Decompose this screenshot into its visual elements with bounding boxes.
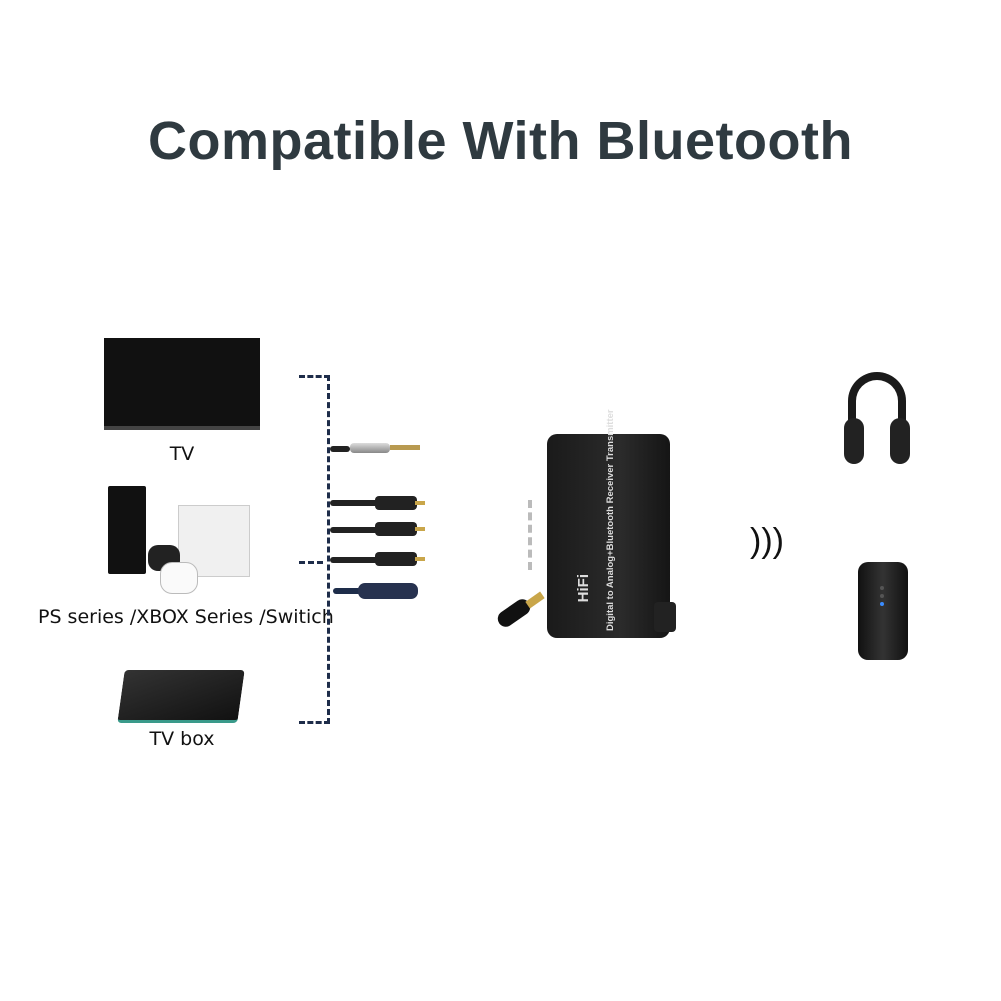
- device-ports: [528, 500, 552, 570]
- rca-cable-2: [330, 527, 380, 533]
- volume-knob: [654, 602, 676, 632]
- headphones-icon: [848, 372, 906, 442]
- page-title: Compatible With Bluetooth: [148, 111, 853, 171]
- dac-bluetooth-device: HiFi Digital to Analog+Bluetooth Receive…: [547, 409, 670, 638]
- rca-plug-icon: [375, 552, 417, 566]
- antenna-connector: [525, 591, 545, 609]
- connection-bracket-tick: [299, 561, 323, 564]
- source-label-tv: TV: [169, 443, 195, 465]
- device-description-text: Digital to Analog+Bluetooth Receiver Tra…: [605, 409, 616, 631]
- device-brand-text: HiFi: [575, 574, 592, 603]
- rca-tip: [415, 527, 425, 531]
- tv-stand: [104, 426, 260, 430]
- rca-cable-1: [330, 500, 380, 506]
- xbox-controller-icon: [160, 562, 198, 594]
- source-label-tv-box: TV box: [149, 728, 215, 750]
- connection-bracket: [299, 375, 330, 724]
- optical-cable: [333, 588, 363, 594]
- rca-cable-3: [330, 557, 380, 563]
- rca-tip: [415, 557, 425, 561]
- bluetooth-speaker-icon: [858, 562, 908, 660]
- aux-tip: [390, 445, 420, 450]
- rca-tip: [415, 501, 425, 505]
- wireless-signal-icon: ))): [750, 522, 784, 560]
- rca-plug-icon: [375, 496, 417, 510]
- speaker-led: [880, 602, 884, 606]
- rca-plug-icon: [375, 522, 417, 536]
- aux-cable: [330, 446, 350, 452]
- source-label-consoles: PS series /XBOX Series /Switich: [38, 606, 334, 628]
- headphone-earcup-right: [890, 418, 910, 464]
- playstation-console-icon: [108, 486, 146, 574]
- aux-plug-icon: [350, 443, 390, 453]
- headphone-earcup-left: [844, 418, 864, 464]
- optical-plug-icon: [358, 583, 418, 599]
- tv-box-icon: [117, 670, 245, 723]
- tv-icon: [104, 338, 260, 426]
